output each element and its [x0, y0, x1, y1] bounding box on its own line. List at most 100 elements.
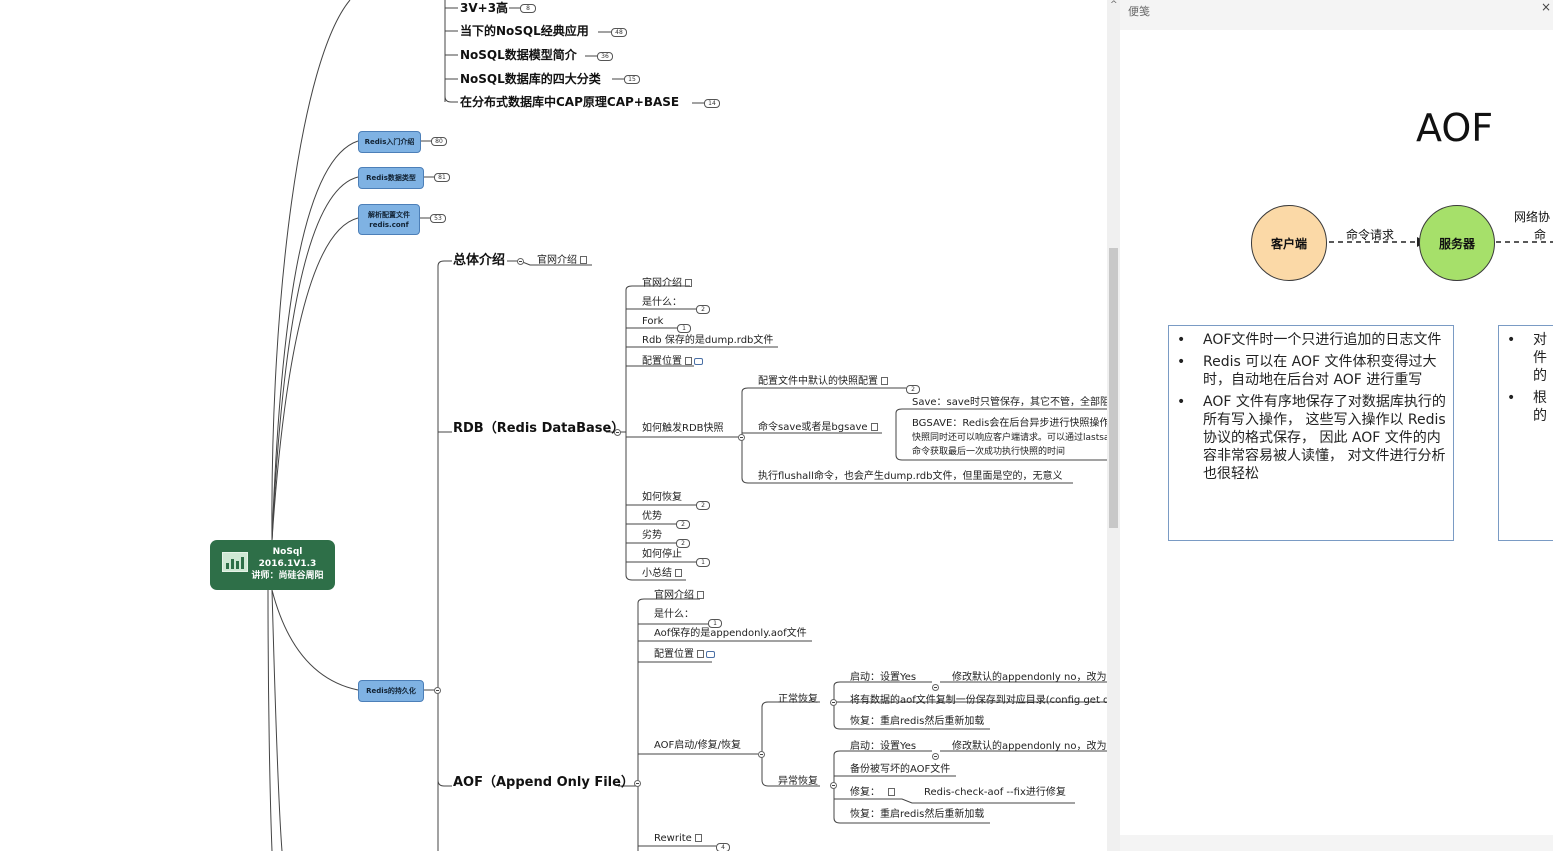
aof-abnormal-restore[interactable]: 恢复：重启redis然后重新加载 — [850, 809, 985, 820]
topic-redis-conf[interactable]: 解析配置文件 redis.conf — [358, 204, 420, 235]
note-icon[interactable] — [675, 569, 682, 577]
rdb-bgsave-desc-2[interactable]: 快照同时还可以响应客户端请求。可以通过lastsave — [912, 433, 1107, 443]
note-icon[interactable] — [888, 788, 895, 796]
rdb-trigger[interactable]: 如何触发RDB快照 — [642, 423, 724, 434]
rdb-disadvantages[interactable]: 劣势 — [642, 530, 662, 541]
collapse-toggle[interactable] — [932, 684, 939, 691]
collapse-toggle[interactable] — [614, 429, 621, 436]
aof-abnormal-backup[interactable]: 备份被写坏的AOF文件 — [850, 764, 951, 775]
collapse-toggle[interactable] — [830, 699, 837, 706]
collapse-toggle[interactable] — [738, 434, 745, 441]
count-badge[interactable]: 8 — [520, 4, 536, 13]
note-icon[interactable] — [697, 591, 704, 599]
note-icon[interactable] — [697, 650, 704, 658]
note-icon[interactable] — [694, 834, 702, 842]
topic-aof[interactable]: AOF（Append Only File） — [453, 775, 634, 790]
rdb-official-intro[interactable]: 官网介绍 — [642, 279, 692, 289]
count-badge[interactable]: 2 — [906, 385, 920, 394]
count-badge[interactable]: 80 — [431, 137, 447, 146]
aof-what-is[interactable]: 是什么： — [654, 609, 694, 620]
aof-normal-start-detail[interactable]: 修改默认的appendonly no，改为yes — [952, 672, 1107, 683]
count-badge[interactable]: 1 — [696, 558, 710, 567]
branch-item-nosql-models[interactable]: NoSQL数据模型简介 — [460, 48, 577, 62]
count-badge[interactable]: 53 — [430, 214, 446, 223]
note-icon[interactable] — [685, 357, 692, 365]
topic-redis-intro[interactable]: Redis入门介绍 — [358, 131, 421, 153]
rdb-stop[interactable]: 如何停止 — [642, 549, 682, 560]
count-badge[interactable]: 2 — [696, 305, 710, 314]
collapse-toggle[interactable] — [634, 780, 641, 787]
count-badge[interactable]: 2 — [676, 520, 690, 529]
rdb-fork[interactable]: Fork — [642, 316, 664, 327]
aof-rewrite[interactable]: Rewrite — [654, 834, 702, 844]
aof-normal-start[interactable]: 启动：设置Yes — [850, 672, 917, 683]
rdb-dump-file[interactable]: Rdb 保存的是dump.rdb文件 — [642, 335, 774, 346]
count-badge[interactable]: 36 — [597, 52, 613, 61]
collapse-toggle[interactable] — [434, 687, 441, 694]
count-badge[interactable]: 1 — [708, 619, 722, 628]
rdb-summary[interactable]: 小总结 — [642, 569, 682, 579]
mindmap-canvas[interactable]: 3V+3高 8 当下的NoSQL经典应用 48 NoSQL数据模型简介 36 N… — [0, 0, 1107, 851]
rdb-bgsave-desc-3[interactable]: 命令获取最后一次成功执行快照的时间 — [912, 447, 1066, 457]
note-icon[interactable] — [580, 256, 587, 264]
notes-panel: 便笺 × AOF 客户端 服务器 命令请求 网络协 命 AOF文件时一个只进行追… — [1120, 0, 1553, 851]
collapse-toggle[interactable] — [932, 753, 939, 760]
rdb-config-location[interactable]: 配置位置 — [642, 357, 703, 367]
collapse-toggle[interactable] — [517, 258, 524, 265]
count-badge[interactable]: 2 — [696, 501, 710, 510]
topic-redis-persistence[interactable]: Redis的持久化 — [358, 680, 424, 702]
aof-abnormal-repair[interactable]: 修复： — [850, 788, 895, 798]
rdb-flushall[interactable]: 执行flushall命令，也会产生dump.rdb文件，但里面是空的，无意义 — [758, 471, 1063, 482]
count-badge[interactable]: 2 — [676, 539, 690, 548]
overview-official-intro[interactable]: 官网介绍 — [537, 256, 587, 266]
aof-description-box: AOF文件时一个只进行追加的日志文件 Redis 可以在 AOF 文件体积变得过… — [1168, 325, 1454, 541]
scroll-up-icon[interactable]: ^ — [1110, 0, 1118, 10]
rdb-default-snapshot-config[interactable]: 配置文件中默认的快照配置 — [758, 377, 888, 387]
topic-rdb[interactable]: RDB（Redis DataBase） — [453, 421, 625, 436]
close-icon[interactable]: × — [1540, 0, 1551, 14]
rdb-bgsave-desc-1[interactable]: BGSAVE：Redis会在后台异步进行快照操作， — [912, 418, 1107, 429]
branch-item-cap[interactable]: 在分布式数据库中CAP原理CAP+BASE — [460, 95, 680, 109]
chart-icon — [222, 552, 248, 572]
root-topic[interactable]: NoSql 2016.1V1.3 讲师：尚硅谷周阳 — [210, 540, 335, 590]
note-icon[interactable] — [870, 423, 878, 431]
collapse-toggle[interactable] — [830, 782, 837, 789]
note-icon[interactable] — [881, 377, 888, 385]
aof-normal-recovery[interactable]: 正常恢复 — [778, 694, 818, 705]
rdb-save-desc[interactable]: Save：save时只管保存，其它不管，全部阻塞 — [912, 397, 1107, 408]
aof-abnormal-start-detail[interactable]: 修改默认的appendonly no，改为yes — [952, 741, 1107, 752]
scrollbar-thumb[interactable] — [1109, 248, 1118, 528]
link-icon[interactable] — [694, 357, 703, 365]
rdb-recover[interactable]: 如何恢复 — [642, 492, 682, 503]
link-icon[interactable] — [706, 650, 715, 658]
count-badge[interactable]: 81 — [434, 173, 450, 182]
rdb-what-is[interactable]: 是什么： — [642, 297, 682, 308]
topic-overview[interactable]: 总体介绍 — [453, 253, 506, 268]
aof-start-repair-restore[interactable]: AOF启动/修复/恢复 — [654, 740, 742, 751]
branch-item-nosql-categories[interactable]: NoSQL数据库的四大分类 — [460, 72, 601, 86]
aof-normal-restore[interactable]: 恢复：重启redis然后重新加载 — [850, 716, 985, 727]
topic-redis-datatypes[interactable]: Redis数据类型 — [358, 167, 424, 189]
aof-abnormal-repair-cmd[interactable]: Redis-check-aof --fix进行修复 — [924, 787, 1066, 798]
collapse-toggle[interactable] — [758, 751, 765, 758]
count-badge[interactable]: 15 — [624, 75, 640, 84]
vertical-scrollbar[interactable]: ^ — [1107, 0, 1120, 851]
aof-official-intro[interactable]: 官网介绍 — [654, 591, 704, 601]
aof-file[interactable]: Aof保存的是appendonly.aof文件 — [654, 628, 807, 639]
rdb-save-command[interactable]: 命令save或者是bgsave — [758, 423, 878, 433]
count-badge[interactable]: 48 — [611, 28, 627, 37]
notes-content[interactable]: AOF 客户端 服务器 命令请求 网络协 命 AOF文件时一个只进行追加的日志文… — [1120, 30, 1553, 835]
count-badge[interactable]: 14 — [704, 99, 720, 108]
count-badge[interactable]: 1 — [677, 324, 691, 333]
note-icon[interactable] — [685, 279, 692, 287]
rdb-advantages[interactable]: 优势 — [642, 511, 662, 522]
count-badge[interactable]: 4 — [716, 843, 730, 851]
aof-abnormal-start[interactable]: 启动：设置Yes — [850, 741, 917, 752]
bullet-item: 根的 — [1499, 389, 1547, 425]
branch-item-nosql-apps[interactable]: 当下的NoSQL经典应用 — [460, 24, 589, 38]
branch-item-3v3h[interactable]: 3V+3高 — [460, 1, 509, 15]
aof-config-location[interactable]: 配置位置 — [654, 650, 715, 660]
aof-abnormal-recovery[interactable]: 异常恢复 — [778, 776, 818, 787]
notes-title: 便笺 — [1128, 5, 1150, 18]
aof-normal-copy[interactable]: 将有数据的aof文件复制一份保存到对应目录(config get dir) — [850, 695, 1107, 706]
